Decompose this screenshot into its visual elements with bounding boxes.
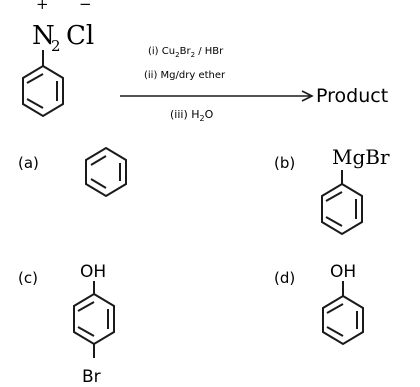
- option-c-bottom-substituent: Br: [82, 367, 101, 387]
- option-d-label: (d): [274, 269, 295, 287]
- option-b-label: (b): [274, 154, 295, 172]
- reaction-arrow: [120, 90, 314, 102]
- option-b-benzene-ring: [321, 182, 363, 236]
- chloride-minus-sign: −: [79, 0, 92, 13]
- option-c-label: (c): [18, 269, 38, 287]
- option-c-top-substituent: OH: [80, 262, 106, 282]
- option-a: (a): [18, 146, 127, 198]
- product-label: Product: [316, 85, 388, 107]
- reaction-conditions: (i) Cu2Br2 / HBr (ii) Mg/dry ether (iii)…: [144, 46, 226, 123]
- option-a-label: (a): [18, 154, 39, 172]
- option-c-benzene-ring: [73, 292, 115, 346]
- option-b-substituent: MgBr: [332, 145, 390, 169]
- option-a-benzene-ring: [85, 146, 127, 198]
- option-d-substituent: OH: [330, 262, 356, 282]
- reactant-benzene-ring: [22, 64, 64, 118]
- reactant-structure: + − N 2 Cl: [22, 0, 94, 118]
- condition-2: (ii) Mg/dry ether: [144, 70, 226, 81]
- diazonium-plus-sign: +: [36, 0, 49, 13]
- diazonium-subscript: 2: [51, 37, 61, 55]
- condition-1: (i) Cu2Br2 / HBr: [148, 46, 224, 59]
- chloride-cl: Cl: [66, 21, 94, 51]
- condition-3: (iii) H2O: [170, 108, 214, 123]
- option-c: (c) OH Br: [18, 262, 115, 387]
- option-d-benzene-ring: [322, 294, 364, 346]
- diazonium-n: N: [32, 21, 55, 51]
- option-b: (b) MgBr: [274, 145, 390, 236]
- option-d: (d) OH: [274, 262, 364, 346]
